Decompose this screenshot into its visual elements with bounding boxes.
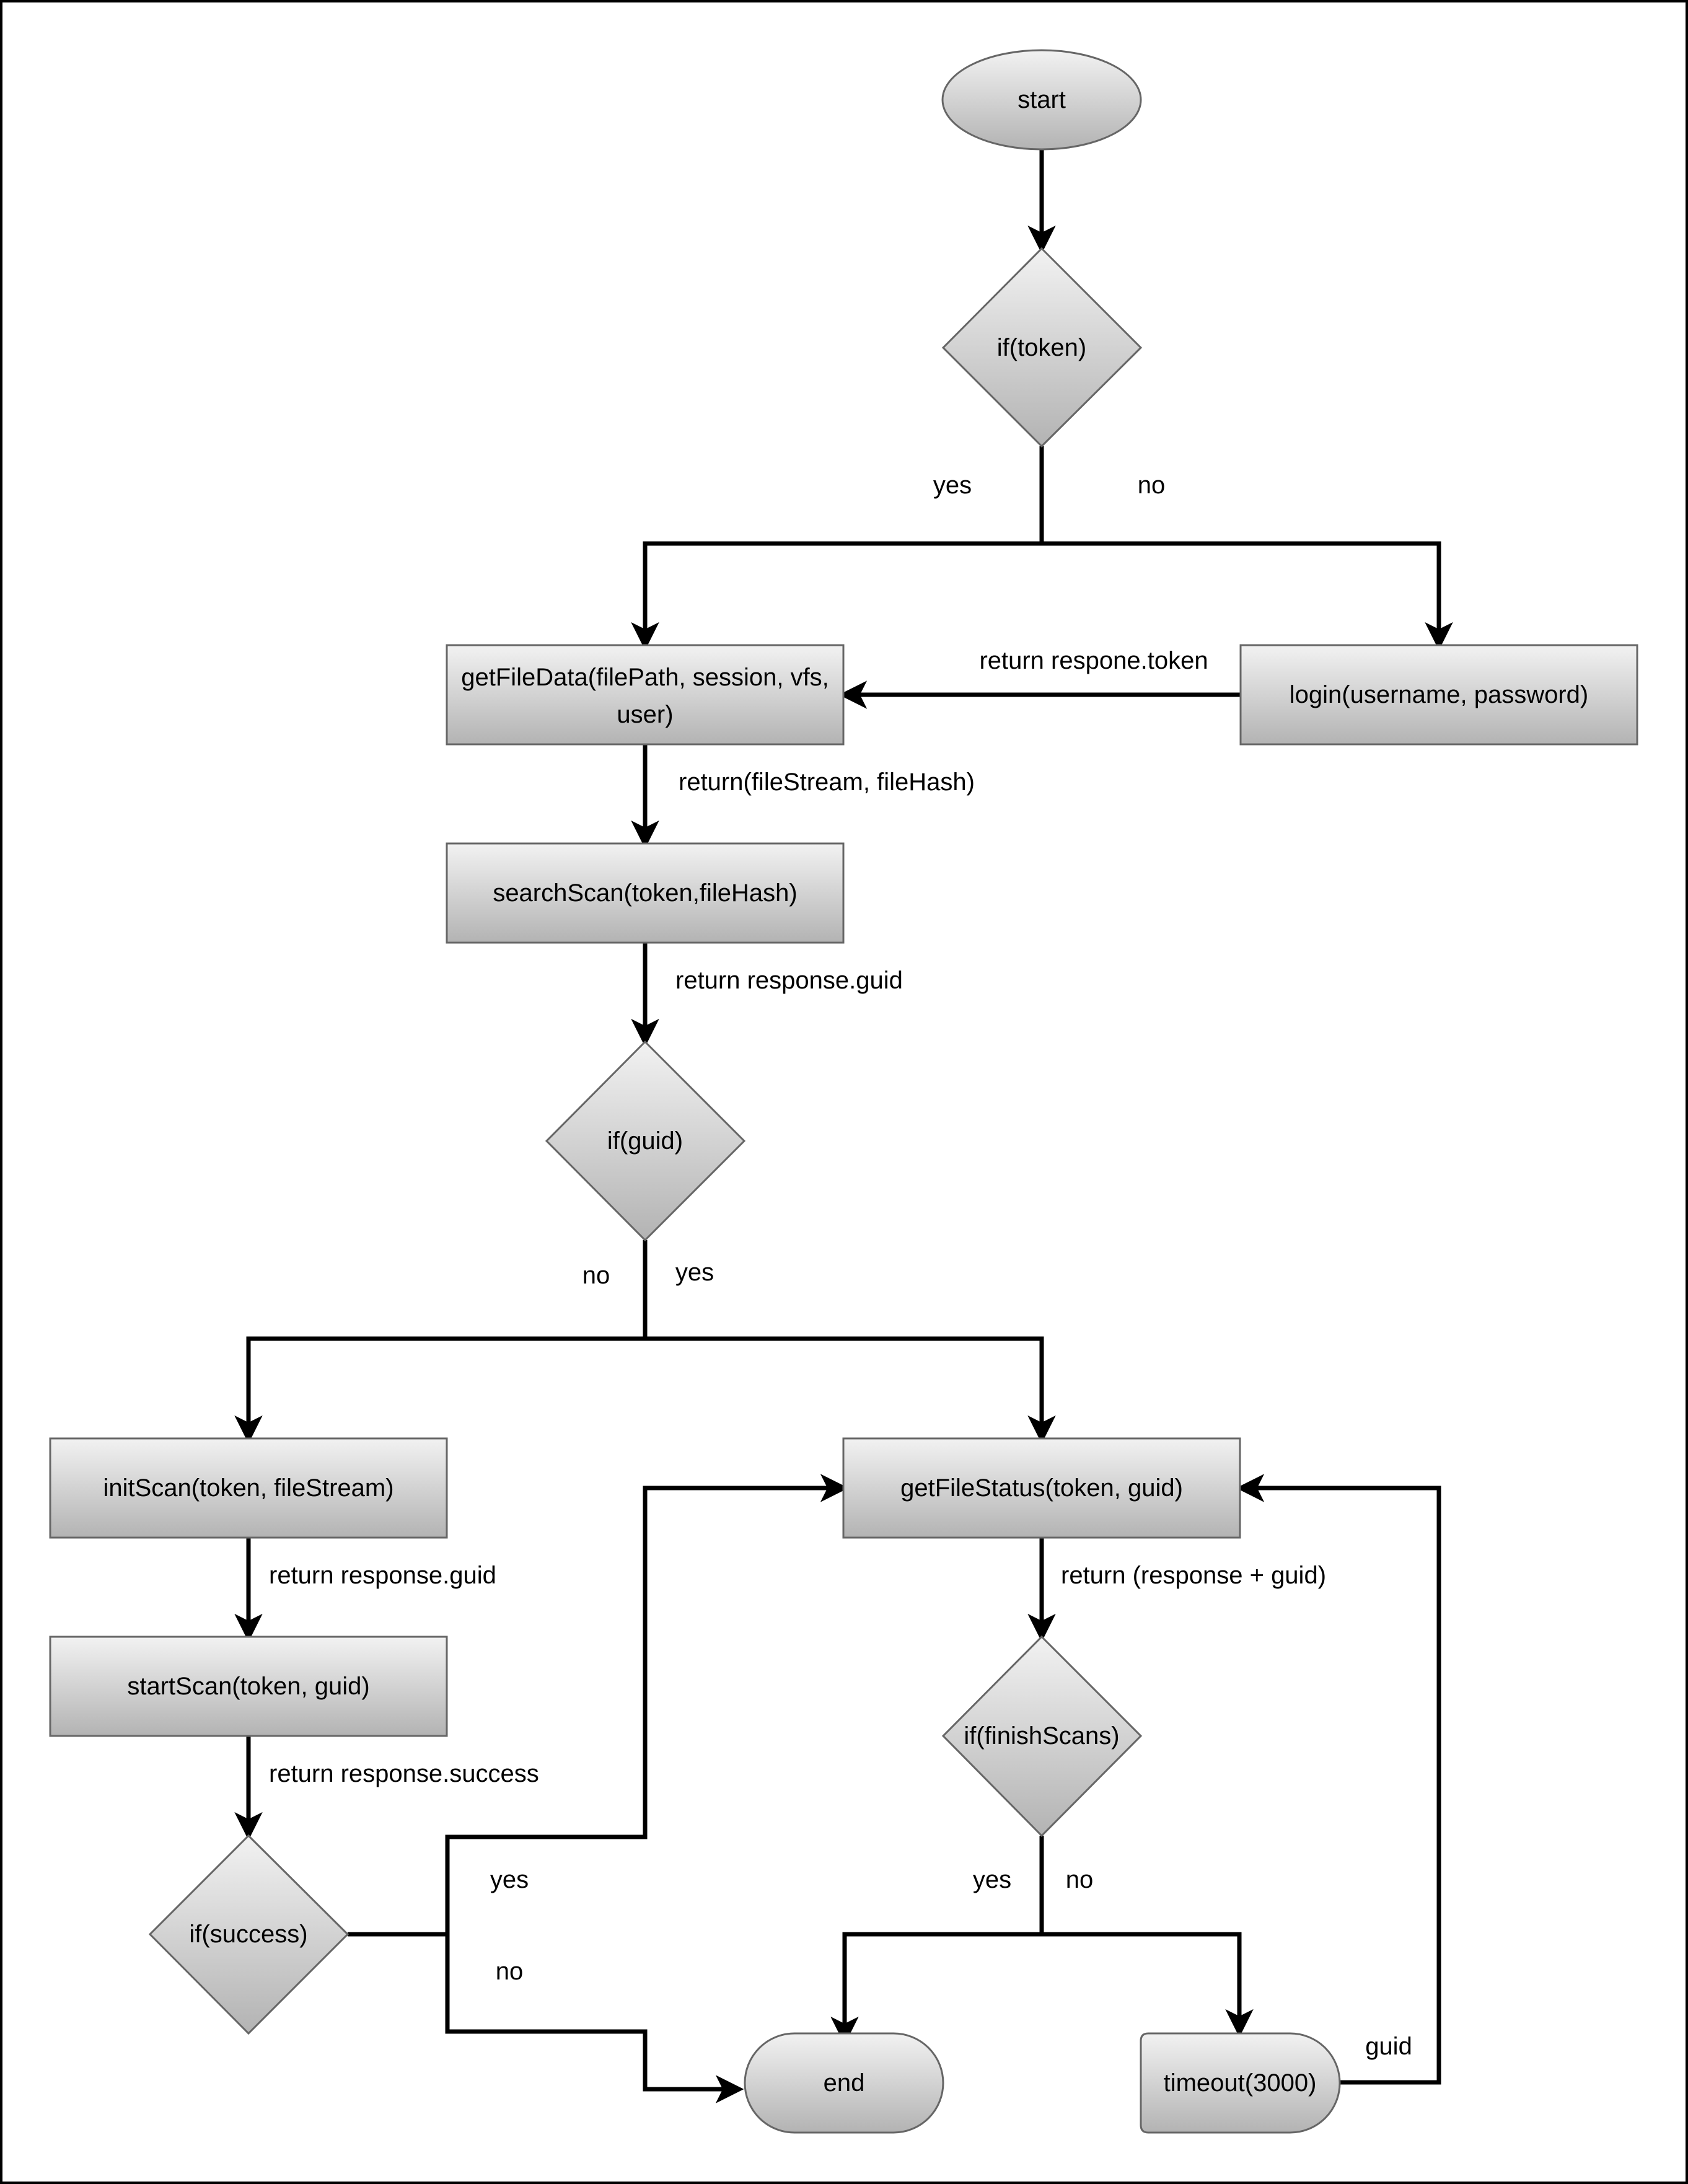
- if-success-label: if(success): [189, 1921, 307, 1948]
- edge-success-no-to-end: [445, 1934, 744, 2103]
- return-status-label: return (response + guid): [1061, 1562, 1326, 1589]
- search-scan-box: [446, 842, 845, 944]
- success-no-label: no: [496, 1958, 524, 1985]
- edge-token-yes-to-get-file-data: [631, 541, 1042, 651]
- return-file-stream-label: return(fileStream, fileHash): [679, 768, 975, 796]
- if-token-diamond: [941, 247, 1143, 448]
- return-success-label: return response.success: [269, 1760, 539, 1787]
- timeout-delay-shape: [1140, 2032, 1341, 2134]
- if-guid-diamond: [545, 1040, 746, 1242]
- node-labels: start if(token) getFileData(filePath, se…: [103, 86, 1588, 2097]
- if-finish-scans-label: if(finishScans): [964, 1722, 1119, 1750]
- return-guid-search-label: return response.guid: [675, 967, 903, 994]
- get-file-data-label-line1: getFileData(filePath, session, vfs,: [461, 664, 829, 691]
- token-yes-label: yes: [933, 472, 972, 499]
- start-scan-label: startScan(token, guid): [127, 1673, 369, 1700]
- finish-yes-label: yes: [973, 1866, 1011, 1893]
- if-token-label: if(token): [997, 334, 1087, 361]
- search-scan-label: searchScan(token,fileHash): [493, 879, 797, 907]
- guid-yes-label: yes: [675, 1259, 714, 1286]
- get-file-data-label-line2: user): [617, 701, 673, 728]
- timeout-guid-label: guid: [1365, 2033, 1412, 2060]
- login-label: login(username, password): [1290, 681, 1588, 708]
- end-terminator: [744, 2032, 944, 2134]
- init-scan-label: initScan(token, fileStream): [103, 1474, 393, 1502]
- guid-no-label: no: [582, 1262, 610, 1289]
- finish-no-label: no: [1066, 1866, 1094, 1893]
- edge-labels: yes no return respone.token return(fileS…: [269, 472, 1412, 2060]
- start-scan-box: [49, 1636, 448, 1737]
- edges: [234, 149, 1453, 2103]
- get-file-status-label: getFileStatus(token, guid): [900, 1474, 1183, 1502]
- edge-token-no-to-login: [1042, 541, 1453, 651]
- if-success-diamond: [148, 1834, 349, 2035]
- success-yes-label: yes: [490, 1866, 529, 1893]
- edge-guid-no-to-init-scan: [234, 1336, 645, 1444]
- init-scan-box: [49, 1437, 448, 1539]
- edge-guid-yes-to-get-file-status: [645, 1336, 1056, 1444]
- edge-finish-yes-to-end: [830, 1932, 1042, 2045]
- nodes: [49, 49, 1638, 2134]
- get-file-status-box: [842, 1437, 1241, 1539]
- start-node: [941, 49, 1142, 151]
- edge-timeout-to-get-file-status: [1236, 1474, 1441, 2085]
- return-guid-init-label: return response.guid: [269, 1562, 496, 1589]
- if-guid-label: if(guid): [607, 1127, 683, 1155]
- if-finish-scans-diamond: [941, 1635, 1143, 1838]
- return-token-label: return respone.token: [979, 647, 1208, 674]
- edge-success-yes-to-get-file-status: [445, 1474, 849, 1934]
- edge-finish-no-to-timeout: [1042, 1932, 1254, 2038]
- token-no-label: no: [1138, 472, 1166, 499]
- login-box: [1239, 644, 1638, 746]
- end-label: end: [824, 2069, 865, 2097]
- timeout-label: timeout(3000): [1164, 2069, 1317, 2097]
- get-file-data-box: [446, 644, 845, 746]
- start-label: start: [1018, 86, 1066, 113]
